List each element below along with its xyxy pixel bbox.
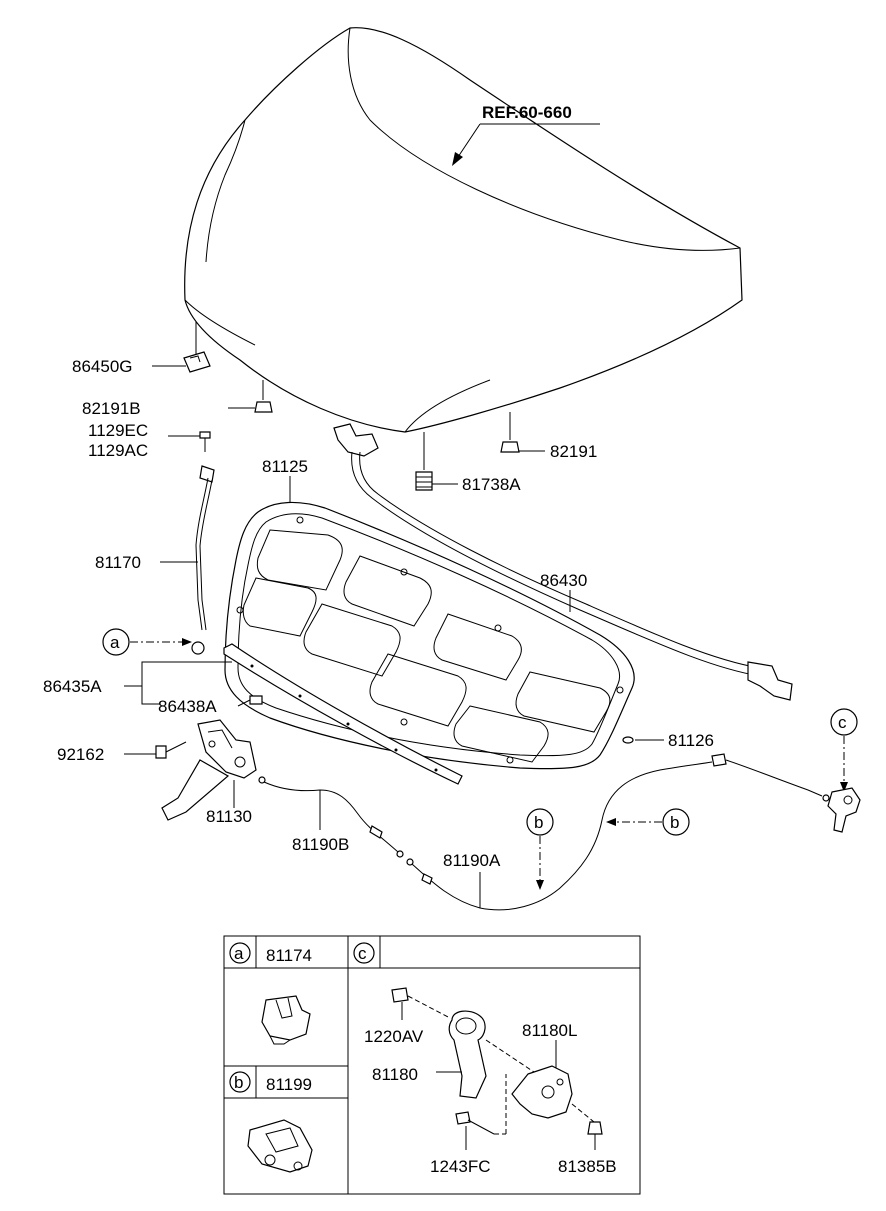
detail-b-header: b 81199: [229, 1071, 312, 1094]
label-86435A: 86435A: [43, 677, 102, 696]
part-81130-latch: 81130: [161, 719, 257, 826]
detail-table: a 81174 b 81199 c 1220AV: [223, 935, 641, 1195]
label-81738A: 81738A: [462, 475, 521, 494]
label-81170: 81170: [95, 553, 141, 572]
detail-a-clip-drawing: [261, 995, 311, 1045]
part-81738A: 81738A: [415, 432, 521, 494]
callout-b-right: b: [606, 808, 690, 836]
hood-panel: [184, 27, 743, 433]
detail-c-drawing: 1220AV 81180 81180L 81385B 1243FC: [364, 987, 617, 1176]
callout-c: c: [830, 708, 858, 792]
label-81180L: 81180L: [522, 1021, 577, 1040]
label-81190B: 81190B: [292, 835, 349, 854]
reference-callout: REF.60-660: [452, 103, 600, 166]
part-92162-bolt: 92162: [57, 741, 187, 764]
detail-a-callout: a: [234, 944, 244, 963]
detail-a-part: 81174: [266, 946, 312, 965]
label-82191: 82191: [550, 442, 597, 461]
label-81125: 81125: [262, 457, 308, 476]
part-82191B: 82191B: [82, 380, 273, 418]
label-86430: 86430: [540, 571, 587, 590]
part-release-handle: [827, 787, 861, 833]
callout-a: a: [102, 628, 192, 656]
label-86450G: 86450G: [72, 357, 133, 376]
part-86450G: 86450G: [72, 322, 211, 376]
detail-b-clip-drawing: [247, 1119, 313, 1173]
part-86435A-seal-strip: 86435A: [43, 643, 463, 785]
part-82191: 82191: [500, 412, 597, 461]
detail-c-header: c: [353, 942, 375, 964]
detail-b-part: 81199: [266, 1075, 312, 1094]
part-81190B-cable: 81190B: [258, 776, 404, 858]
callout-b-lower: b: [526, 808, 554, 890]
part-86430-weatherstrip: 86430: [333, 423, 793, 701]
label-81126: 81126: [668, 731, 714, 750]
label-1129EC: 1129EC: [88, 421, 148, 440]
detail-b-callout: b: [234, 1073, 243, 1092]
label-82191B: 82191B: [82, 399, 141, 418]
callout-b-right-label: b: [670, 813, 679, 832]
part-81125-insulator: 81125: [224, 457, 635, 770]
part-1129EC-bolt: 1129EC 1129AC: [88, 421, 211, 460]
label-81385B: 81385B: [558, 1157, 617, 1176]
callout-b-lower-label: b: [534, 813, 543, 832]
label-81180: 81180: [372, 1065, 418, 1084]
part-81190A-cable: 81190A: [406, 753, 830, 911]
detail-c-callout: c: [358, 944, 367, 963]
label-81130: 81130: [206, 807, 252, 826]
part-81170-hood-stay: 81170: [95, 465, 215, 655]
label-86438A: 86438A: [158, 697, 217, 716]
detail-a-header: a 81174: [229, 942, 312, 965]
label-1243FC: 1243FC: [430, 1157, 490, 1176]
part-81126-clip: 81126: [622, 731, 714, 750]
part-86438A-clip: 86438A: [158, 695, 263, 716]
callout-a-label: a: [110, 633, 120, 652]
reference-label: REF.60-660: [482, 103, 572, 122]
label-92162: 92162: [57, 745, 104, 764]
label-1220AV: 1220AV: [364, 1027, 424, 1046]
label-1129AC: 1129AC: [88, 441, 148, 460]
label-81190A: 81190A: [443, 851, 501, 870]
callout-c-label: c: [838, 713, 847, 732]
